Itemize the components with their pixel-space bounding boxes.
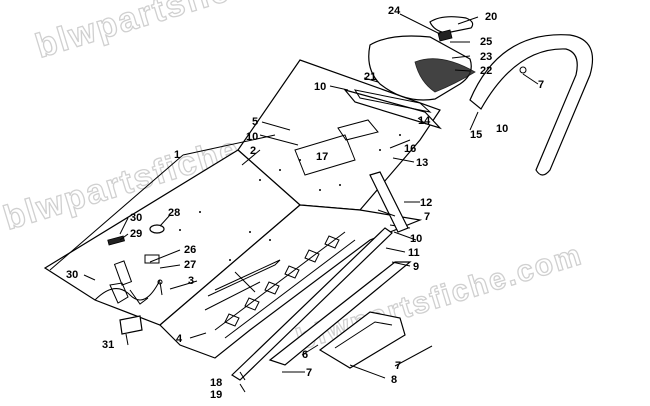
side-lattice bbox=[214, 231, 356, 339]
bumper-31 bbox=[119, 315, 143, 335]
front-bulkhead-hardware bbox=[94, 254, 163, 335]
seat-assembly bbox=[353, 35, 476, 113]
callout-3: 3 bbox=[188, 275, 194, 287]
tunnel-frame bbox=[43, 59, 442, 359]
decal-29 bbox=[107, 235, 125, 246]
strut-12 bbox=[369, 171, 409, 233]
brace-lower bbox=[204, 281, 261, 311]
callout-10-lower: 10 bbox=[410, 233, 422, 245]
bolt-head-3 bbox=[157, 279, 163, 285]
callout-30-left: 30 bbox=[66, 269, 78, 281]
callout-8: 8 bbox=[391, 374, 397, 386]
callout-13: 13 bbox=[416, 157, 428, 169]
callout-11: 11 bbox=[408, 247, 420, 259]
callout-14: 14 bbox=[418, 115, 431, 127]
callout-20: 20 bbox=[485, 11, 497, 23]
callout-31: 31 bbox=[102, 339, 114, 351]
callout-15: 15 bbox=[470, 129, 482, 141]
callout-12: 12 bbox=[420, 197, 432, 209]
grommet-28 bbox=[149, 224, 165, 234]
callout-10-right: 10 bbox=[496, 123, 508, 135]
slide-rail-assembly bbox=[231, 224, 412, 381]
callout-6: 6 bbox=[302, 349, 308, 361]
connector-27 bbox=[144, 254, 160, 264]
callout-9: 9 bbox=[413, 261, 419, 273]
callout-17: 17 bbox=[316, 151, 328, 163]
seat-cover-22 bbox=[414, 58, 476, 93]
callout-19: 19 bbox=[210, 389, 222, 401]
callout-27: 27 bbox=[184, 259, 196, 271]
skid-plate-8 bbox=[318, 311, 406, 369]
callout-24: 24 bbox=[388, 5, 401, 17]
access-panel-upper bbox=[337, 119, 379, 141]
access-panel-17 bbox=[294, 134, 356, 176]
rail-18 bbox=[231, 227, 393, 381]
callout-25: 25 bbox=[480, 36, 492, 48]
callout-7-bottom: 7 bbox=[306, 367, 312, 379]
callout-2: 2 bbox=[250, 145, 256, 157]
callout-10-top: 10 bbox=[314, 81, 326, 93]
watermark-text-top: blwpartsfiche.com bbox=[31, 0, 360, 66]
callout-7-right: 7 bbox=[424, 211, 430, 223]
wiring-harness bbox=[94, 279, 161, 305]
rail-6 bbox=[268, 261, 412, 366]
brace-cross bbox=[234, 271, 256, 293]
rear-bumper bbox=[469, 34, 594, 176]
callout-1: 1 bbox=[174, 149, 180, 161]
seat-strap-14 bbox=[353, 89, 432, 113]
callout-28: 28 bbox=[168, 207, 180, 219]
rivet-dots bbox=[179, 134, 401, 261]
handle-20 bbox=[429, 16, 474, 34]
callout-18: 18 bbox=[210, 377, 222, 389]
tunnel-side-panel bbox=[159, 204, 423, 359]
callout-29: 29 bbox=[130, 228, 142, 240]
leader-lines bbox=[49, 13, 539, 393]
callout-4: 4 bbox=[176, 333, 183, 345]
callout-16: 16 bbox=[404, 143, 416, 155]
hinge-24 bbox=[437, 29, 453, 42]
callout-7-lower-right: 7 bbox=[395, 360, 401, 372]
callout-26: 26 bbox=[184, 244, 196, 256]
callout-21: 21 bbox=[364, 71, 376, 83]
bolt-7-top bbox=[519, 66, 527, 74]
callout-7-top: 7 bbox=[538, 79, 544, 91]
callout-30-top: 30 bbox=[130, 212, 142, 224]
callout-labels: 1 2 3 4 5 6 7 7 7 7 8 9 10 10 10 10 11 1… bbox=[66, 5, 544, 401]
callout-23: 23 bbox=[480, 51, 492, 63]
bracket-26 bbox=[113, 260, 133, 286]
callout-5: 5 bbox=[252, 116, 258, 128]
brace-upper bbox=[207, 259, 281, 297]
callout-10-left: 10 bbox=[246, 131, 258, 143]
callout-22: 22 bbox=[480, 65, 492, 77]
